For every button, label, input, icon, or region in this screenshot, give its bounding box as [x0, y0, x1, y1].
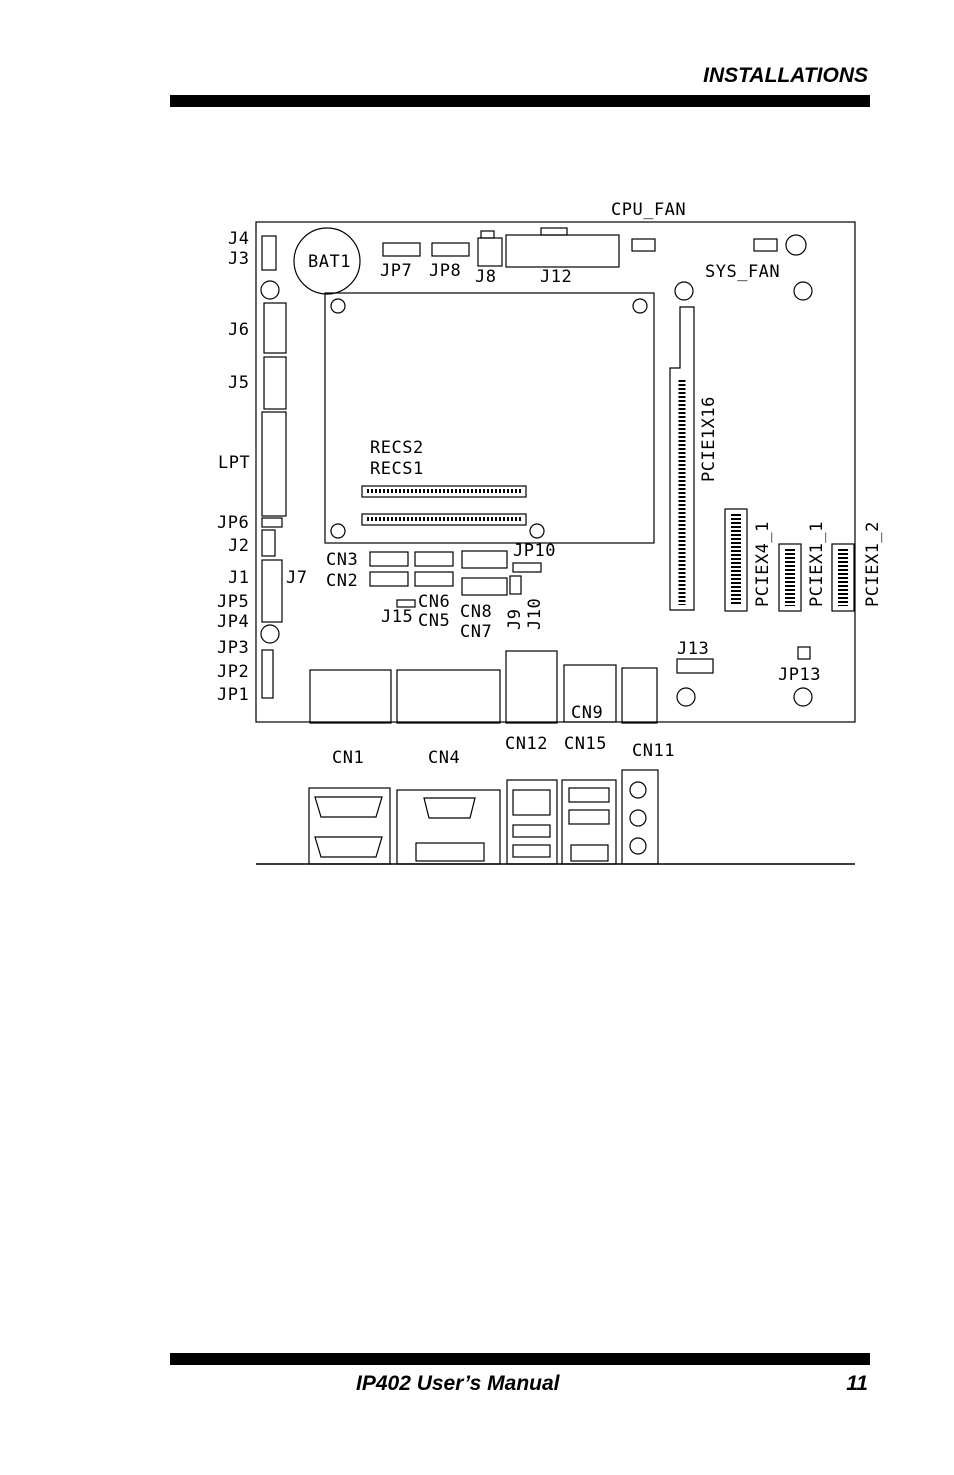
label-j7: J7	[286, 568, 307, 588]
label-cn9: CN9	[571, 703, 603, 723]
label-j9: J9	[505, 609, 525, 630]
label-jp6: JP6	[217, 513, 249, 533]
footer-rule	[170, 1353, 870, 1365]
module-area	[324, 292, 655, 544]
label-jp7: JP7	[380, 261, 412, 281]
label-cn4: CN4	[428, 748, 460, 768]
battery-icon	[293, 227, 361, 295]
manual-title: IP402 User’s Manual	[356, 1372, 560, 1395]
label-cn6: CN6	[418, 592, 450, 612]
label-recs1: RECS1	[370, 459, 424, 479]
label-cpu-fan: CPU_FAN	[611, 200, 686, 220]
label-pciex1-1: PCIEX1_1	[807, 521, 827, 607]
label-bat1: BAT1	[308, 252, 351, 272]
label-cn5: CN5	[418, 611, 450, 631]
label-j1: J1	[228, 568, 249, 588]
label-pciex4-1: PCIEX4_1	[753, 521, 773, 607]
label-jp13: JP13	[778, 665, 821, 685]
label-cn2: CN2	[326, 571, 358, 591]
label-j4: J4	[228, 229, 249, 249]
label-recs2: RECS2	[370, 438, 424, 458]
label-jp4: JP4	[217, 612, 249, 632]
label-cn7: CN7	[460, 622, 492, 642]
label-lpt: LPT	[218, 453, 250, 473]
section-title: INSTALLATIONS	[703, 64, 868, 87]
page-number: 11	[846, 1372, 868, 1395]
label-jp5: JP5	[217, 592, 249, 612]
label-sys-fan: SYS_FAN	[705, 262, 780, 282]
board-outline	[255, 221, 856, 723]
label-jp3: JP3	[217, 638, 249, 658]
label-jp1: JP1	[217, 685, 249, 705]
label-j13: J13	[677, 639, 709, 659]
label-cn12: CN12	[505, 734, 548, 754]
label-pcie1x16: PCIE1X16	[699, 396, 719, 482]
label-cn3: CN3	[326, 550, 358, 570]
label-jp2: JP2	[217, 662, 249, 682]
label-cn15: CN15	[564, 734, 607, 754]
label-pciex1-2: PCIEX1_2	[863, 521, 883, 607]
label-j2: J2	[228, 536, 249, 556]
label-j8: J8	[475, 267, 496, 287]
label-j6: J6	[228, 320, 249, 340]
label-j3: J3	[228, 249, 249, 269]
label-j10: J10	[525, 598, 545, 630]
label-cn8: CN8	[460, 602, 492, 622]
label-jp10: JP10	[513, 541, 556, 561]
label-cn11: CN11	[632, 741, 675, 761]
label-j15: J15	[381, 607, 413, 627]
label-j12: J12	[540, 267, 572, 287]
label-jp8: JP8	[429, 261, 461, 281]
label-j5: J5	[228, 373, 249, 393]
label-cn1: CN1	[332, 748, 364, 768]
header-rule	[170, 95, 870, 107]
